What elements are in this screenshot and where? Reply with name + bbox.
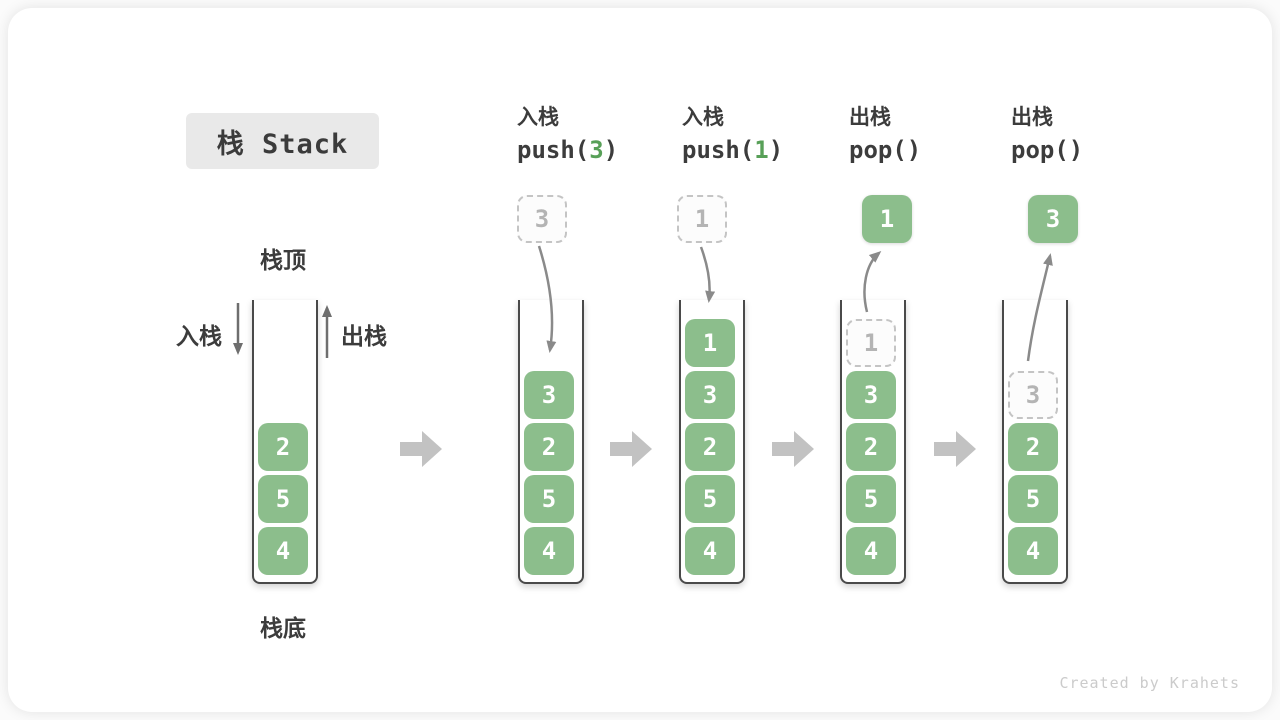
stack-item: 2	[524, 423, 574, 471]
stack-item: 2	[846, 423, 896, 471]
op-header-push-3: 入栈 push(3)	[517, 103, 697, 167]
stack-item: 5	[846, 475, 896, 523]
stack-item: 5	[1008, 475, 1058, 523]
stack-item: 3	[846, 371, 896, 419]
push-direction-label: 入栈	[176, 323, 222, 349]
op-cn-label: 出栈	[849, 106, 891, 129]
stack-item: 1	[846, 319, 896, 367]
stack-item: 5	[685, 475, 735, 523]
op-code-label: push(1)	[682, 136, 784, 164]
stack-item: 2	[258, 423, 308, 471]
stack-item: 4	[846, 527, 896, 575]
pushed-value-box: 1	[677, 195, 727, 243]
op-code-arg: 3	[589, 136, 604, 164]
stack-item: 3	[1008, 371, 1058, 419]
stack-item: 4	[524, 527, 574, 575]
op-cn-label: 入栈	[517, 106, 559, 129]
stack-item: 2	[1008, 423, 1058, 471]
stack-bottom-label: 栈底	[260, 615, 306, 641]
stack-item: 4	[258, 527, 308, 575]
credit-text: Created by Krahets	[1059, 674, 1240, 692]
op-code-label: push(3)	[517, 136, 619, 164]
popped-value-box: 1	[862, 195, 912, 243]
pushed-value-box: 3	[517, 195, 567, 243]
op-cn-label: 入栈	[682, 106, 724, 129]
stack-item: 4	[1008, 527, 1058, 575]
pop-direction-label: 出栈	[341, 323, 387, 349]
popped-value-box: 3	[1028, 195, 1078, 243]
stack-top-label: 栈顶	[260, 247, 306, 273]
op-cn-label: 出栈	[1011, 106, 1053, 129]
op-header-push-1: 入栈 push(1)	[682, 103, 862, 167]
op-code-label: pop()	[849, 136, 922, 164]
stack-item: 3	[524, 371, 574, 419]
op-header-pop-2: 出栈 pop()	[1011, 103, 1191, 167]
op-code-arg: 1	[754, 136, 769, 164]
page-title: 栈 Stack	[186, 113, 379, 169]
stack-item: 5	[524, 475, 574, 523]
op-header-pop-1: 出栈 pop()	[849, 103, 1029, 167]
op-code-label: pop()	[1011, 136, 1084, 164]
stack-item: 3	[685, 371, 735, 419]
stack-item: 4	[685, 527, 735, 575]
stack-item: 2	[685, 423, 735, 471]
stack-item: 5	[258, 475, 308, 523]
stack-item: 1	[685, 319, 735, 367]
